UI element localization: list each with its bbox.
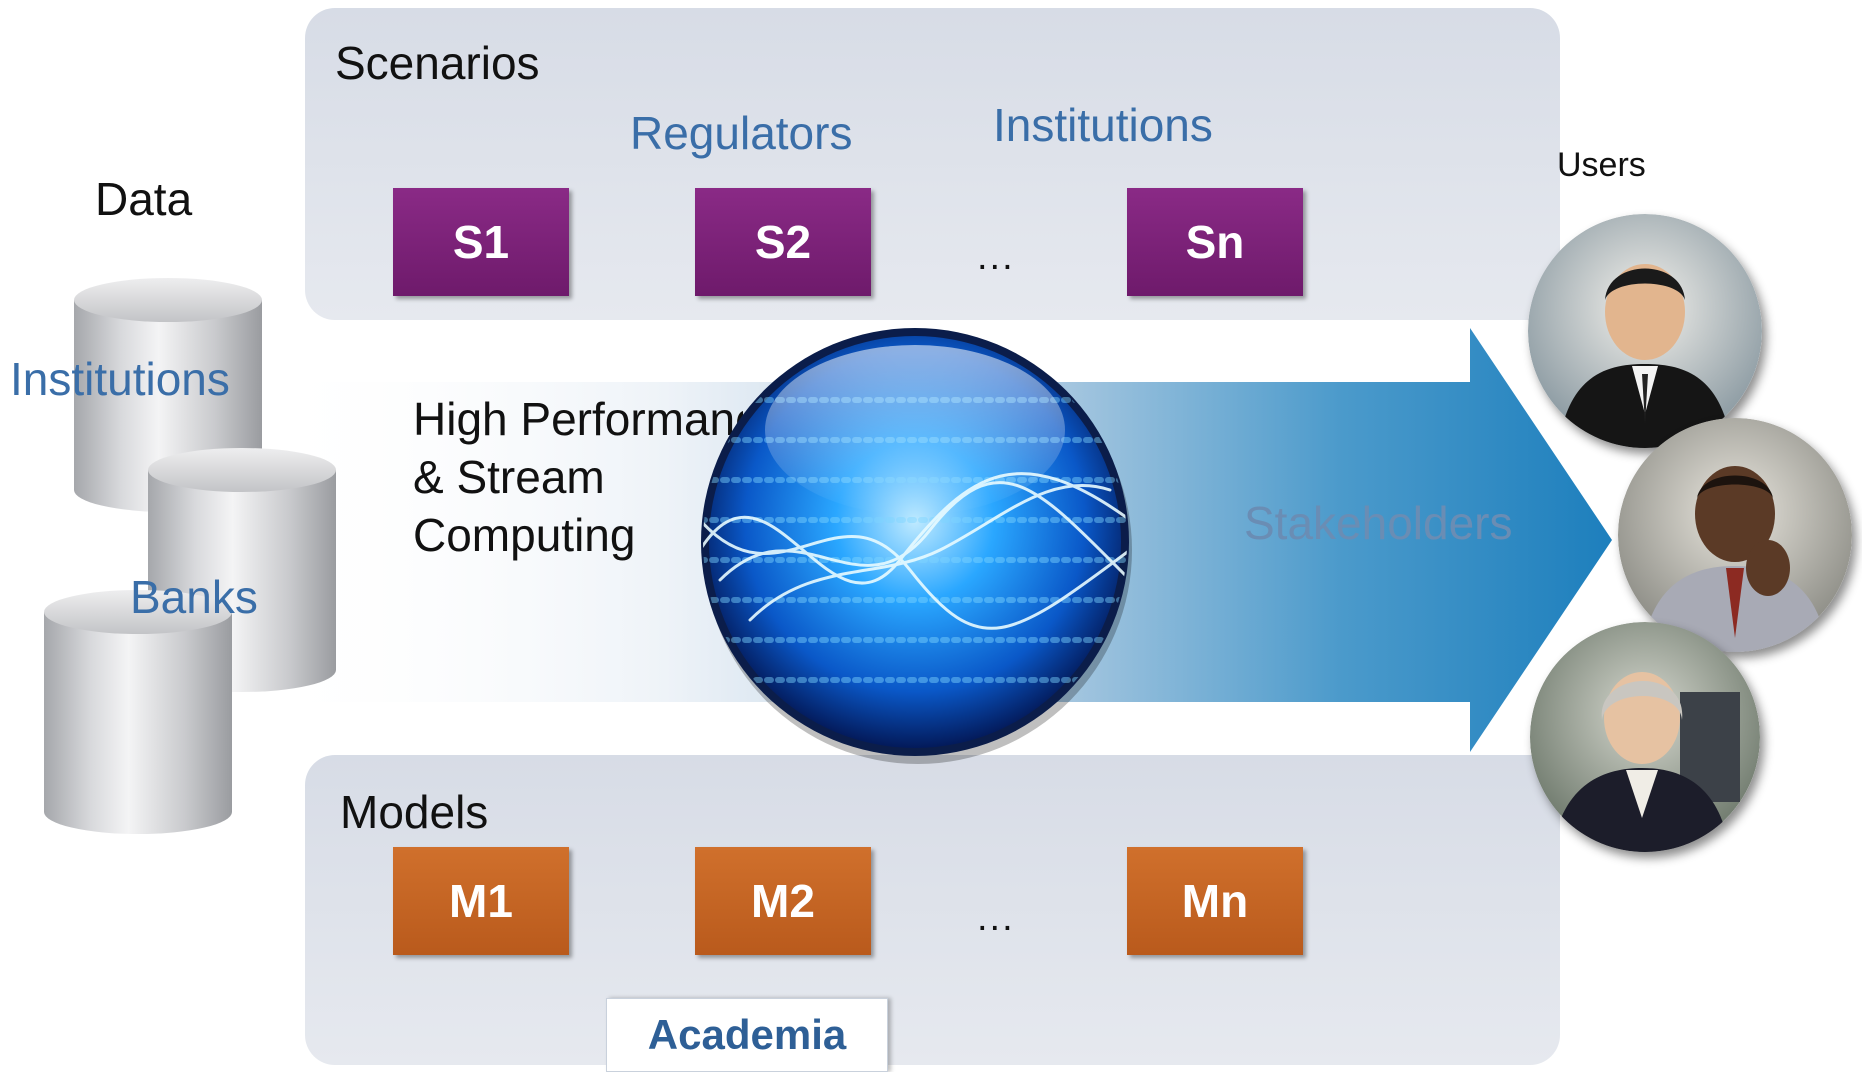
scenario-ellipsis: ... (977, 236, 1015, 278)
model-box-mn: Mn (1127, 847, 1303, 955)
models-panel: Models M1 M2 ... Mn (305, 755, 1560, 1065)
user-avatar-1-icon (1528, 214, 1762, 448)
users-title: Users (1557, 146, 1646, 184)
scenario-box-s1: S1 (393, 188, 569, 296)
scenario-box-sn: Sn (1127, 188, 1303, 296)
computing-line-2: & Stream (413, 451, 605, 503)
computing-text: High Performance & Stream Computing (413, 390, 743, 564)
stakeholders-label: Stakeholders (1244, 497, 1513, 549)
user-avatar-3-icon (1530, 622, 1760, 852)
user-avatar-2-icon (1618, 418, 1852, 652)
database-cylinder-3 (44, 590, 232, 834)
user-avatar-3 (1530, 622, 1760, 852)
scenario-institutions-label: Institutions (993, 99, 1213, 151)
model-box-m1: M1 (393, 847, 569, 955)
scenarios-panel: Scenarios Regulators Institutions S1 S2 … (305, 8, 1560, 320)
user-avatar-1 (1528, 214, 1762, 448)
scenario-box-s2: S2 (695, 188, 871, 296)
data-banks-label: Banks (130, 571, 258, 623)
user-avatar-2 (1618, 418, 1852, 652)
computing-line-1: High Performance (413, 393, 743, 445)
data-institutions-label: Institutions (10, 353, 230, 405)
database-cylinders (44, 278, 336, 834)
model-ellipsis: ... (977, 897, 1015, 939)
computing-line-3: Computing (413, 509, 636, 561)
academia-tab: Academia (606, 998, 888, 1072)
academia-label: Academia (647, 1011, 847, 1058)
models-title: Models (340, 786, 489, 838)
data-title: Data (95, 173, 193, 225)
scenarios-title: Scenarios (335, 37, 540, 89)
model-box-m2: M2 (695, 847, 871, 955)
regulators-label: Regulators (630, 107, 853, 159)
computing-orb (701, 328, 1132, 764)
